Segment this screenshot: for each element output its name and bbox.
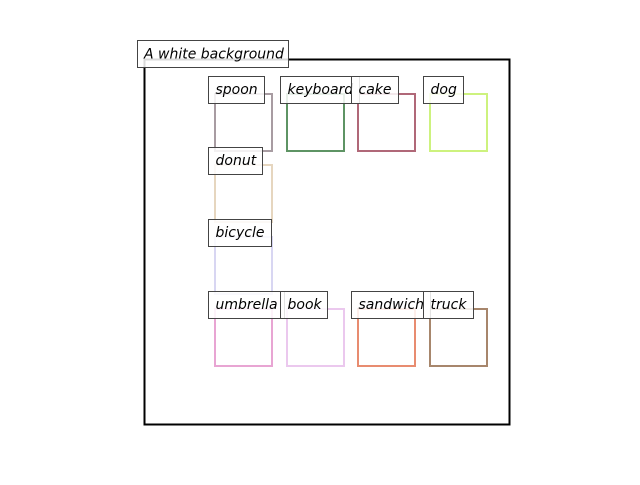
object-label-truck: truck [423, 291, 474, 319]
object-label-sandwich: sandwich [351, 291, 431, 319]
object-label-text: dog [431, 82, 457, 98]
object-label-box [351, 291, 431, 319]
objects-layer: spoon keyboard cake dog donut bicycle umbrella… [208, 76, 488, 367]
object-label-umbrella: umbrella [208, 291, 285, 319]
object-label-text: umbrella [216, 297, 278, 313]
object-label-box [208, 291, 285, 319]
object-label-dog: dog [423, 76, 464, 104]
object-label-text: spoon [216, 82, 258, 98]
object-label-donut: donut [208, 147, 263, 175]
object-label-text: cake [359, 82, 392, 98]
object-label-spoon: spoon [208, 76, 265, 104]
object-label-text: book [288, 297, 323, 313]
canvas-label-text: A white background [143, 47, 284, 63]
object-label-box [423, 291, 474, 319]
object-label-cake: cake [351, 76, 399, 104]
object-label-box [208, 147, 263, 175]
object-label-text: sandwich [359, 297, 425, 313]
object-label-text: truck [431, 297, 468, 313]
object-label-box [423, 76, 464, 104]
object-label-box [280, 291, 328, 319]
object-label-box [208, 76, 265, 104]
object-label-text: bicycle [216, 225, 265, 241]
canvas-label-box [137, 40, 289, 68]
object-label-box [351, 76, 399, 104]
object-label-box [280, 76, 360, 104]
object-label-text: keyboard [288, 82, 354, 98]
object-label-box [208, 219, 272, 247]
canvas-label: A white background [137, 40, 289, 68]
object-label-book: book [280, 291, 328, 319]
object-label-keyboard: keyboard [280, 76, 360, 104]
object-label-bicycle: bicycle [208, 219, 272, 247]
canvas-frame [143, 58, 511, 426]
object-label-text: donut [216, 153, 257, 169]
